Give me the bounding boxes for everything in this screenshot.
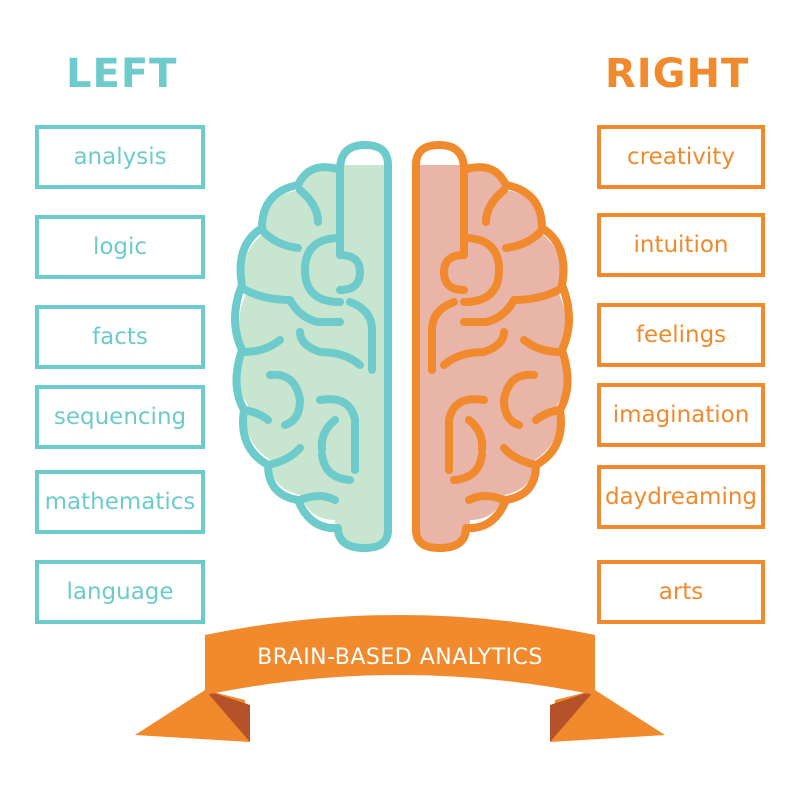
left-trait-language: language [35,560,205,624]
left-trait-logic: logic [35,215,205,279]
left-trait-analysis: analysis [35,125,205,189]
trait-label: logic [92,234,148,260]
right-trait-feelings: feelings [597,303,765,367]
trait-label: imagination [612,402,750,428]
right-trait-arts: arts [597,560,765,624]
trait-label: creativity [627,144,735,170]
trait-label: intuition [633,232,729,258]
ribbon-fold-right [550,690,595,742]
trait-label: mathematics [44,489,196,515]
trait-label: feelings [635,322,727,348]
trait-label: daydreaming [604,484,758,510]
trait-label: analysis [73,144,167,170]
trait-label: language [66,579,174,605]
banner-title: BRAIN-BASED ANALYTICS [257,645,543,670]
right-trait-creativity: creativity [597,125,765,189]
right-trait-intuition: intuition [597,213,765,277]
left-trait-sequencing: sequencing [35,385,205,449]
left-heading: LEFT [66,51,178,97]
right-trait-imagination: imagination [597,383,765,447]
trait-label: sequencing [53,404,187,430]
right-heading: RIGHT [605,51,750,97]
ribbon-fold-left [205,690,250,742]
ribbon-band [205,615,595,695]
trait-label: facts [92,324,148,350]
left-hemisphere [231,141,392,552]
right-trait-daydreaming: daydreaming [597,465,765,529]
left-trait-facts: facts [35,305,205,369]
right-hemisphere [412,141,573,552]
left-trait-mathematics: mathematics [35,470,205,534]
trait-label: arts [658,579,704,605]
